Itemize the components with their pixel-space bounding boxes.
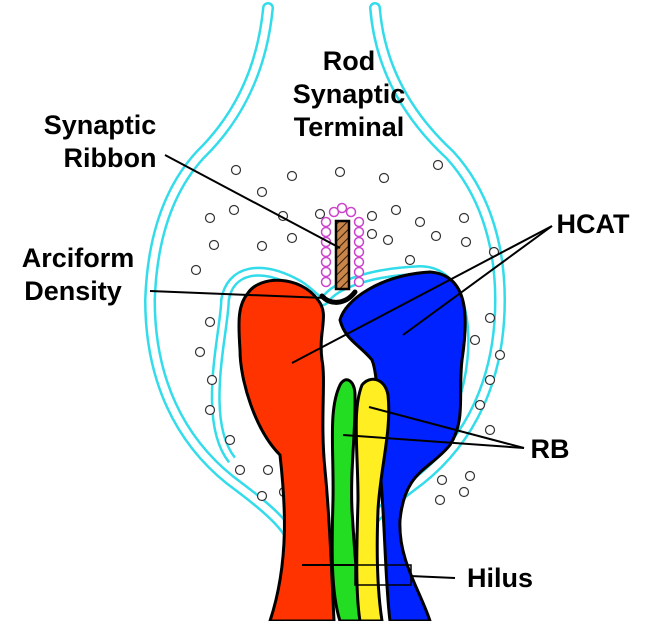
vesicle <box>196 348 205 357</box>
ribbon-vesicle <box>355 228 364 237</box>
ribbon-vesicle <box>355 268 364 277</box>
vesicle <box>264 466 273 475</box>
vesicle <box>230 206 239 215</box>
vesicle <box>206 406 215 415</box>
vesicle <box>258 492 267 501</box>
vesicle <box>336 168 345 177</box>
vesicle <box>258 188 267 197</box>
ribbon-vesicle <box>355 258 364 267</box>
leader-hilus <box>410 576 455 578</box>
title-synaptic: Synaptic <box>293 79 406 109</box>
vesicle <box>380 174 389 183</box>
ribbon-vesicle <box>322 268 331 277</box>
vesicle <box>208 376 217 385</box>
vesicle <box>192 266 201 275</box>
ribbon-vesicle <box>347 208 356 217</box>
label-hcat: HCAT <box>557 209 630 239</box>
vesicle <box>476 401 485 410</box>
vesicle <box>258 242 267 251</box>
vesicle <box>384 236 393 245</box>
vesicle <box>206 214 215 223</box>
vesicle <box>368 212 377 221</box>
vesicle <box>416 218 425 227</box>
vesicle <box>432 232 441 241</box>
vesicle <box>466 472 475 481</box>
vesicle <box>392 206 401 215</box>
vesicle <box>486 376 495 385</box>
vesicle <box>438 476 447 485</box>
ribbon-vesicle <box>322 228 331 237</box>
vesicle <box>226 436 235 445</box>
label-synaptic-ribbon-1: Synaptic <box>44 110 157 140</box>
leader-synaptic-ribbon <box>165 155 340 248</box>
title-terminal: Terminal <box>294 112 405 142</box>
label-hilus: Hilus <box>467 563 533 593</box>
vesicle <box>232 166 241 175</box>
vesicle <box>460 214 469 223</box>
vesicle <box>471 336 480 345</box>
vesicle <box>210 241 219 250</box>
vesicle <box>206 318 215 327</box>
vesicle <box>288 234 297 243</box>
vesicle <box>406 256 415 265</box>
label-rb: RB <box>531 434 570 464</box>
vesicle <box>434 161 443 170</box>
label-arciform-1: Arciform <box>22 243 135 273</box>
ribbon-vesicle <box>355 238 364 247</box>
vesicle <box>288 172 297 181</box>
ribbon-vesicle <box>322 218 331 227</box>
vesicle <box>462 238 471 247</box>
label-arciform-2: Density <box>24 276 122 306</box>
ribbon-vesicle <box>355 278 364 287</box>
vesicle <box>368 230 377 239</box>
horizontal-cell-left <box>239 280 334 621</box>
synaptic-ribbon <box>336 221 349 289</box>
vesicle <box>496 351 505 360</box>
vesicle <box>460 488 469 497</box>
ribbon-vesicle <box>322 248 331 257</box>
title-rod: Rod <box>323 46 375 76</box>
ribbon-vesicle <box>322 258 331 267</box>
vesicle <box>236 466 245 475</box>
vesicle <box>436 496 445 505</box>
vesicle <box>486 426 495 435</box>
ribbon-vesicle <box>338 204 347 213</box>
ribbon-vesicle <box>355 248 364 257</box>
label-synaptic-ribbon-2: Ribbon <box>64 143 157 173</box>
ribbon-vesicle <box>322 278 331 287</box>
vesicle <box>316 210 325 219</box>
ribbon-vesicle <box>355 218 364 227</box>
vesicle <box>486 314 495 323</box>
